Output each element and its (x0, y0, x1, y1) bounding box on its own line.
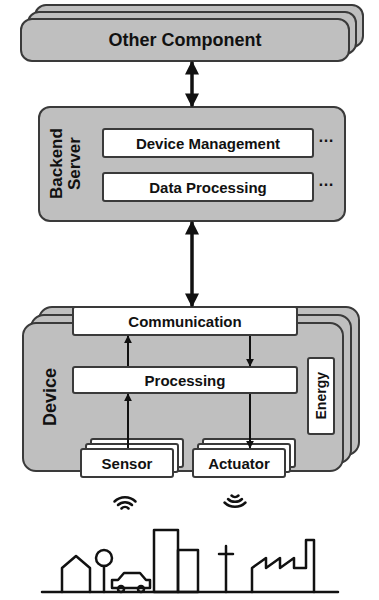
arrow-connector (249, 336, 251, 366)
sensor-box: Sensor (80, 448, 174, 478)
ellipsis-label: … (318, 128, 334, 146)
side-label: Device (28, 324, 72, 470)
box-title: Sensor (102, 455, 153, 472)
actuator-box: Actuator (192, 448, 286, 478)
arrow-connector (190, 62, 194, 106)
module-box: Communication (72, 306, 298, 336)
box-title: Communication (128, 313, 241, 330)
box-title: Data Processing (149, 179, 267, 196)
box-title: Device Management (136, 135, 280, 152)
arrow-connector (127, 336, 129, 366)
component-box: Other Component (20, 18, 350, 62)
device-box: DeviceCommunicationProcessingEnergySenso… (22, 322, 344, 472)
box-title: Other Component (109, 30, 262, 51)
arrow-connector (127, 394, 129, 448)
box-title: Processing (145, 372, 226, 389)
energy-box: Energy (307, 357, 335, 435)
module-box: Processing (72, 366, 298, 394)
box-title: Backend Server (48, 114, 84, 214)
box-title: Device (41, 337, 60, 457)
server-box: Backend Server Device ManagementData Proc… (38, 106, 346, 222)
arrow-connector (190, 222, 194, 306)
module-box: Data Processing (102, 172, 314, 202)
box-title: Energy (314, 372, 329, 419)
arrow-connector (249, 394, 251, 448)
ellipsis-label: … (318, 172, 334, 190)
module-box: Device Management (102, 128, 314, 158)
side-label: Backend Server (44, 108, 88, 220)
box-title: Actuator (208, 455, 270, 472)
